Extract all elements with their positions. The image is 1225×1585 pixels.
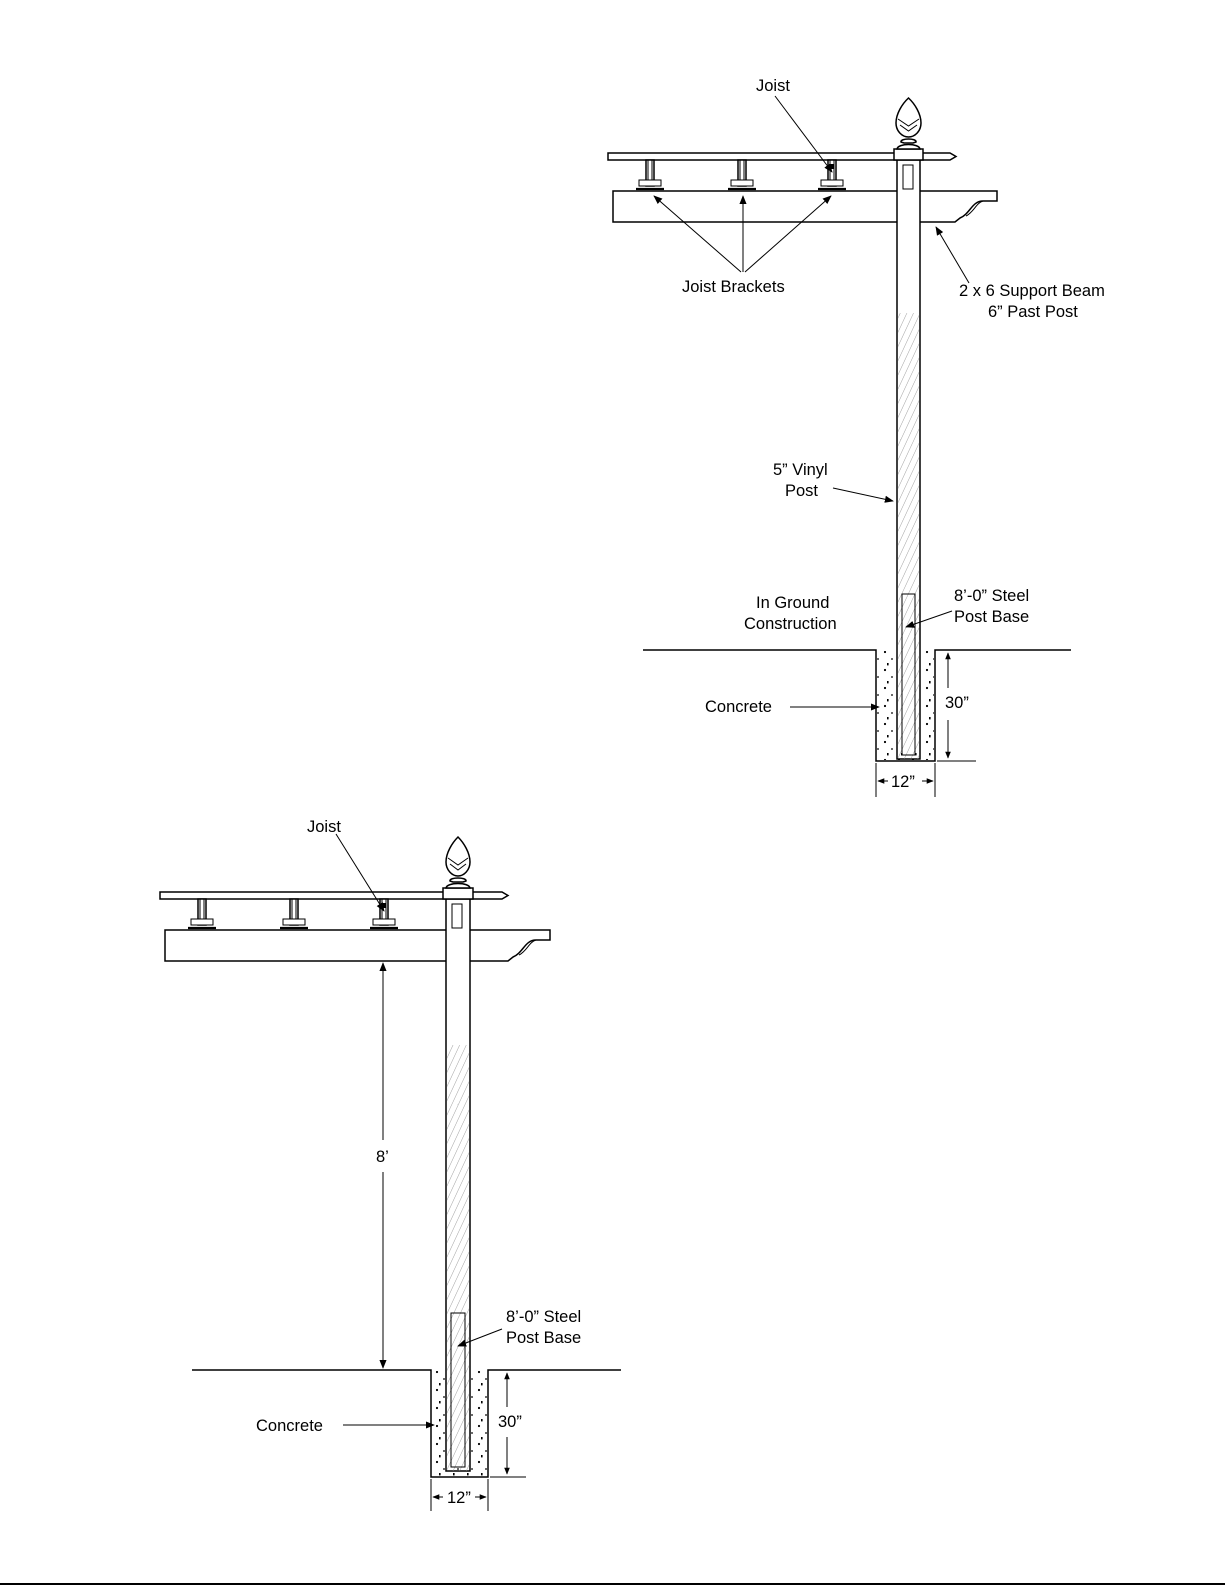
joist-brackets [188,899,398,928]
joist-brackets [636,160,846,189]
diagram-top: Joist Joist Brackets 2 x 6 Support Beam … [608,77,1105,797]
joist-label: Joist [307,818,341,836]
leader-arrows [336,834,502,1425]
support-beam-label-line2: 6” Past Post [988,303,1078,321]
concrete-label: Concrete [256,1417,323,1435]
depth-label: 30” [945,694,969,712]
width-label: 12” [891,773,915,791]
construction-label-line1: In Ground [756,594,829,612]
steel-base-label-line2: Post Base [506,1329,581,1347]
construction-label-line2: Construction [744,615,837,633]
depth-label: 30” [498,1413,522,1431]
post-finial [443,837,473,899]
support-beam [165,930,550,961]
height-label: 8’ [376,1148,389,1166]
steel-base-label-line2: Post Base [954,608,1029,626]
vinyl-post [897,160,920,759]
vinyl-post [446,899,470,1471]
vinyl-post-label-line2: Post [785,482,818,500]
joist-brackets-label: Joist Brackets [682,278,785,296]
post-finial [894,98,923,160]
vinyl-post-label-line1: 5” Vinyl [773,461,828,479]
width-label: 12” [447,1489,471,1507]
concrete-label: Concrete [705,698,772,716]
diagram-bottom: Joist 8’ 8’-0” Steel Post Base Concrete … [160,818,621,1511]
support-beam [613,191,997,222]
steel-base-label-line1: 8’-0” Steel [506,1308,581,1326]
support-beam-label-line1: 2 x 6 Support Beam [959,282,1105,300]
steel-base-label-line1: 8’-0” Steel [954,587,1029,605]
joist-label: Joist [756,77,790,95]
